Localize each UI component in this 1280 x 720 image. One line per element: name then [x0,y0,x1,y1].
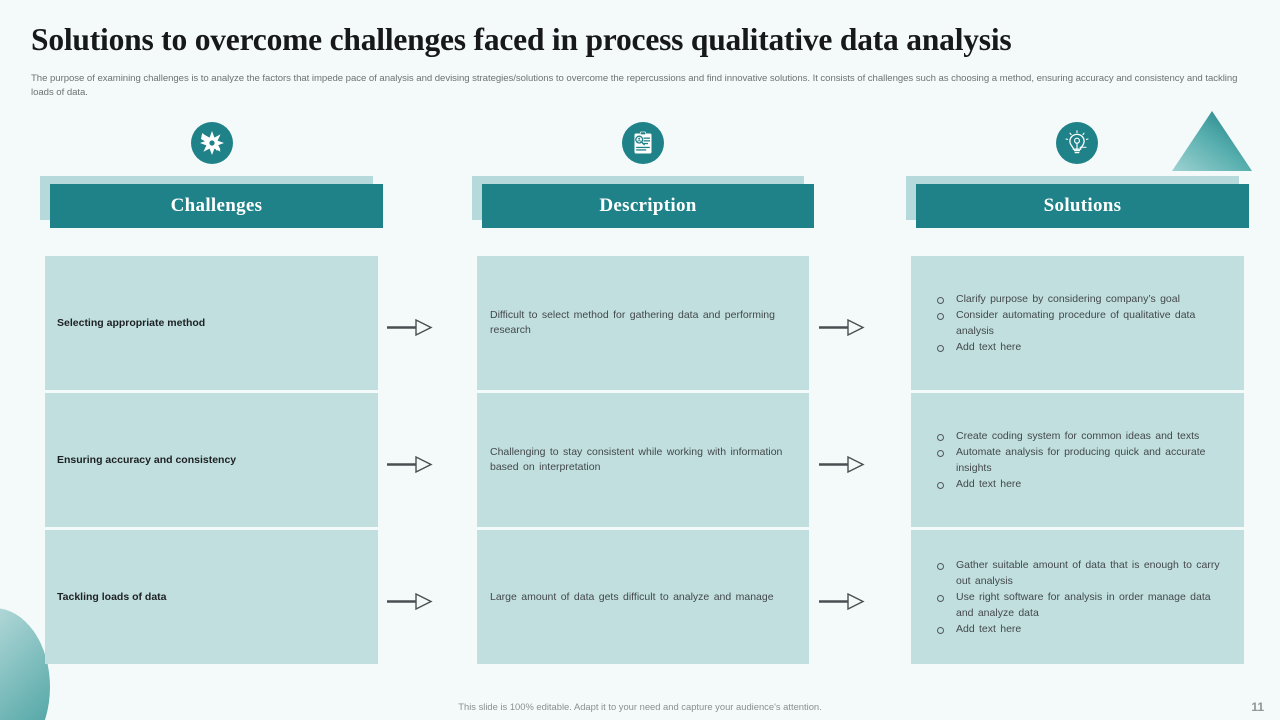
footer-note: This slide is 100% editable. Adapt it to… [458,701,822,712]
list-item: Gather suitable amount of data that is e… [934,557,1232,589]
challenge-cell-2[interactable]: Ensuring accuracy and consistency [45,393,378,527]
column-description: Description Difficult to select method f… [472,176,814,667]
column-solutions: Solutions Clarify purpose by considering… [906,176,1249,667]
flow-arrow-right-1a [386,305,434,343]
description-text: Difficult to select method for gathering… [490,309,775,336]
column-header-label: Challenges [170,195,263,216]
column-header-description: Description [472,176,814,228]
column-header-label: Description [599,195,697,216]
column-challenges: Challenges Selecting appropriate method … [40,176,383,667]
solution-cell-1[interactable]: Clarify purpose by considering company’s… [911,256,1244,390]
list-item: Create coding system for common ideas an… [934,428,1232,444]
column-header-bar: Challenges [50,184,383,228]
list-item: Consider automating procedure of qualita… [934,307,1232,339]
description-cell-1[interactable]: Difficult to select method for gathering… [477,256,809,390]
column-header-challenges: Challenges [40,176,383,228]
solution-list: Clarify purpose by considering company’s… [923,291,1232,355]
description-cell-3[interactable]: Large amount of data gets difficult to a… [477,530,809,664]
column-header-bar: Description [482,184,814,228]
triangle-decoration [1172,111,1252,171]
challenge-text: Tackling loads of data [57,591,167,603]
solution-list: Create coding system for common ideas an… [923,428,1232,492]
clipboard-search-icon [622,122,664,164]
flow-arrow-right-3a [386,579,434,617]
description-cell-2[interactable]: Challenging to stay consistent while wor… [477,393,809,527]
flow-arrow-right-3b [818,579,866,617]
page-title: Solutions to overcome challenges faced i… [31,22,1012,57]
list-item: Add text here [934,476,1232,492]
challenge-text: Ensuring accuracy and consistency [57,454,237,466]
solution-cell-3[interactable]: Gather suitable amount of data that is e… [911,530,1244,664]
column-header-solutions: Solutions [906,176,1249,228]
column-header-label: Solutions [1043,195,1122,216]
challenge-cell-3[interactable]: Tackling loads of data [45,530,378,664]
flow-arrow-right-1b [818,305,866,343]
list-item: Add text here [934,339,1232,355]
column-header-bar: Solutions [916,184,1249,228]
flow-arrow-right-2a [386,442,434,480]
page-subtitle: The purpose of examining challenges is t… [31,73,1238,98]
solution-cell-2[interactable]: Create coding system for common ideas an… [911,393,1244,527]
lightbulb-brain-icon [1056,122,1098,164]
challenge-text: Selecting appropriate method [57,317,206,329]
broken-puzzle-icon [191,122,233,164]
list-item: Automate analysis for producing quick an… [934,444,1232,476]
page-number: 11 [1251,700,1264,714]
challenge-cell-1[interactable]: Selecting appropriate method [45,256,378,390]
solution-list: Gather suitable amount of data that is e… [923,557,1232,637]
list-item: Add text here [934,621,1232,637]
description-text: Challenging to stay consistent while wor… [490,446,783,473]
flow-arrow-right-2b [818,442,866,480]
list-item: Clarify purpose by considering company’s… [934,291,1232,307]
description-text: Large amount of data gets difficult to a… [490,590,774,603]
list-item: Use right software for analysis in order… [934,589,1232,621]
